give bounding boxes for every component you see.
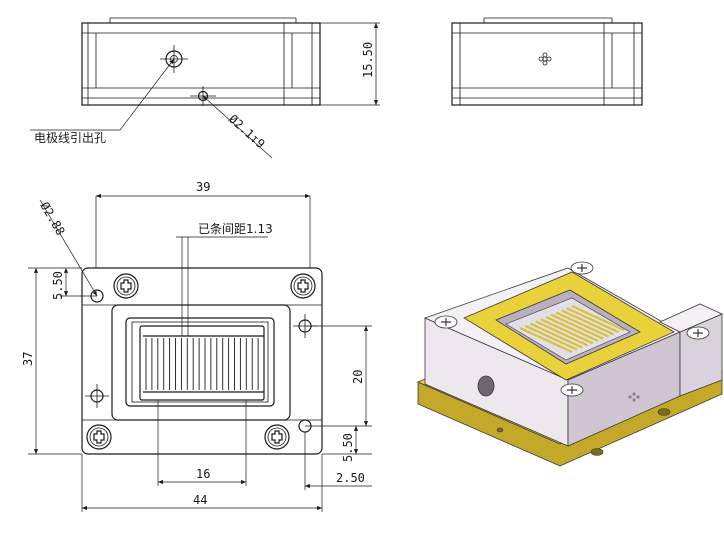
dim-overall-width: 44 xyxy=(193,493,207,507)
electrode-hole-label: 电极线引出孔 xyxy=(34,131,106,145)
dim-top-width: 39 xyxy=(196,180,210,194)
plan-view xyxy=(81,267,323,455)
dim-hole-offset-top: 5.50 xyxy=(51,271,65,300)
corner-hole-label: Ø2.88 xyxy=(37,200,67,238)
iso-heat-sink-fins xyxy=(519,305,625,353)
pin-cluster-icon xyxy=(628,392,640,402)
pin-cluster-icon xyxy=(538,52,552,66)
isometric-render xyxy=(416,261,724,467)
iso-fin-line xyxy=(555,311,609,338)
bar-spacing-label: 已条间距1.13 xyxy=(198,222,273,236)
screw-icon xyxy=(264,424,290,450)
dim-edge-offset: 2.50 xyxy=(336,471,365,485)
iso-fin-line xyxy=(540,318,594,345)
heat-sink-fins xyxy=(145,338,259,390)
iso-fin-line xyxy=(535,320,589,347)
dim-overall-height: 37 xyxy=(21,352,35,366)
hole-spec-label: Ø2.1↧9 xyxy=(226,112,268,151)
dim-side-height: 15.50 xyxy=(361,42,375,78)
iso-fin-line xyxy=(529,322,583,349)
screw-icon xyxy=(560,383,584,397)
screw-icon xyxy=(434,315,458,329)
iso-fin-line xyxy=(519,327,573,353)
iso-fin-line xyxy=(524,324,578,351)
electrode-hole-callout: 电极线引出孔 xyxy=(30,58,175,145)
dim-inner-width: 16 xyxy=(196,467,210,481)
iso-fin-line xyxy=(545,316,599,342)
iso-fin-line xyxy=(561,309,615,336)
screw-icon xyxy=(686,326,710,340)
dim-hole-offset-bottom: 5.50 xyxy=(341,433,355,462)
screw-icon xyxy=(570,261,594,275)
side-view-back xyxy=(451,17,643,106)
screw-icon xyxy=(113,273,139,299)
plan-dimensions: 39 已条间距1.13 44 16 37 5.50 Ø2.88 20 xyxy=(21,180,372,512)
screw-icon xyxy=(86,424,112,450)
heat-sink-bars xyxy=(143,335,264,393)
iso-fin-line xyxy=(571,305,625,331)
dim-inner-height: 20 xyxy=(351,370,365,384)
iso-fin-line xyxy=(550,313,604,340)
screw-icon xyxy=(290,273,316,299)
iso-fin-line xyxy=(566,307,620,334)
side-view-front xyxy=(81,17,380,106)
